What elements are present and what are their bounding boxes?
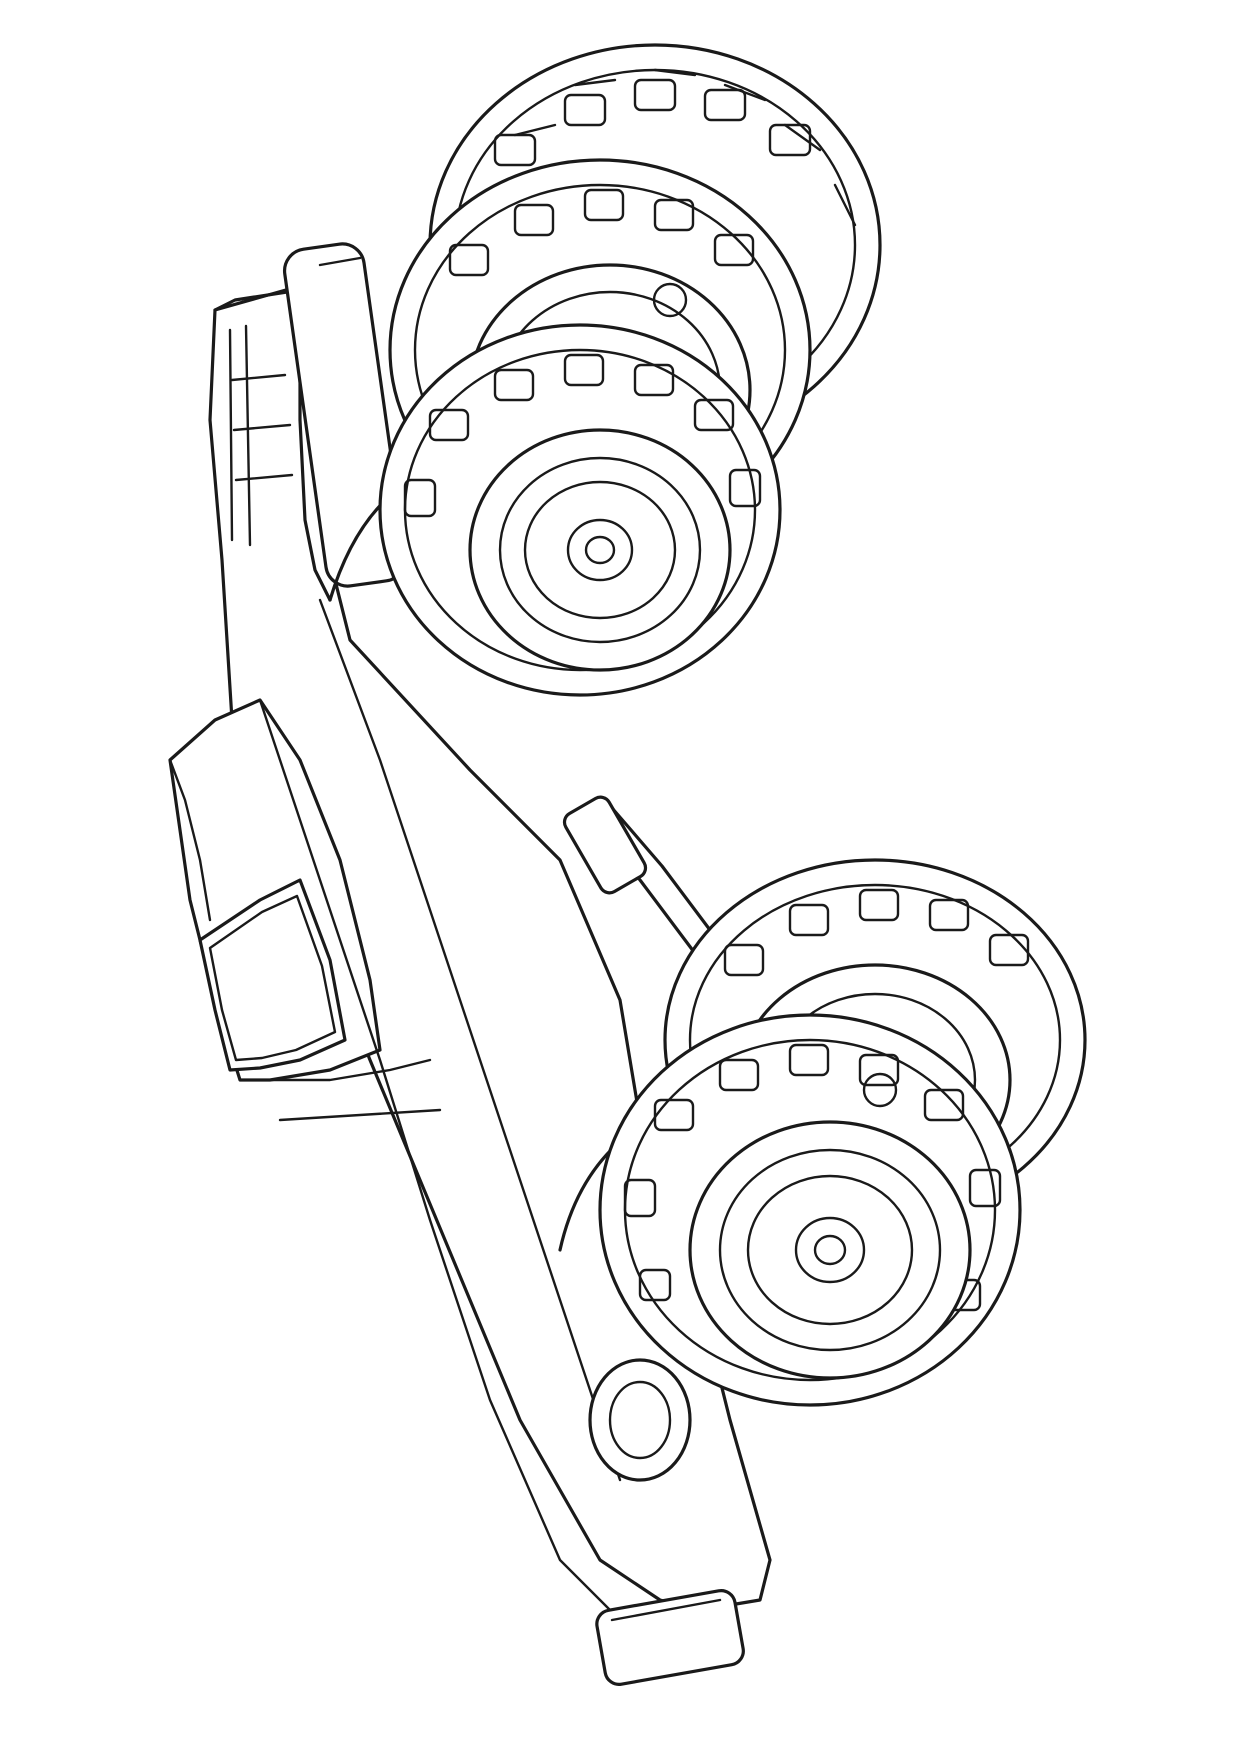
- spare-wheel-inner: [608, 1380, 672, 1460]
- wheel-rear-left: [598, 1013, 1022, 1407]
- hood: [213, 288, 332, 602]
- spare-wheel: [588, 1358, 692, 1482]
- door-line: [243, 1058, 432, 1082]
- cab-window-inner: [208, 894, 337, 1062]
- grille-slot-3: [234, 473, 294, 482]
- front-bumper: [282, 242, 408, 588]
- bumper-inner: [318, 256, 362, 267]
- grille-slot-1: [230, 373, 287, 382]
- side-line-1: [258, 698, 612, 1612]
- grille-slot-2: [232, 423, 292, 432]
- shock-absorber: [562, 795, 648, 895]
- rear-bumper: [595, 1589, 745, 1686]
- tread-knobs-rear-left: [623, 1043, 1002, 1312]
- wheel-front-left: [378, 323, 782, 697]
- tread-knobs-front-right: [448, 188, 755, 277]
- tread-knobs-front-left: [403, 353, 762, 518]
- tread-knobs-rear-right: [493, 78, 812, 167]
- cab-pillar: [168, 758, 212, 922]
- grille-line-2: [244, 324, 252, 547]
- axle-hub-front: [652, 282, 688, 318]
- bed-line: [278, 1108, 442, 1122]
- rear-bumper-inner: [610, 1598, 722, 1622]
- axle-hub-rear: [862, 1072, 898, 1108]
- side-line-2: [318, 598, 622, 1482]
- tread-knobs-rear-right-lower: [723, 888, 1030, 977]
- grille-line-1: [228, 328, 234, 542]
